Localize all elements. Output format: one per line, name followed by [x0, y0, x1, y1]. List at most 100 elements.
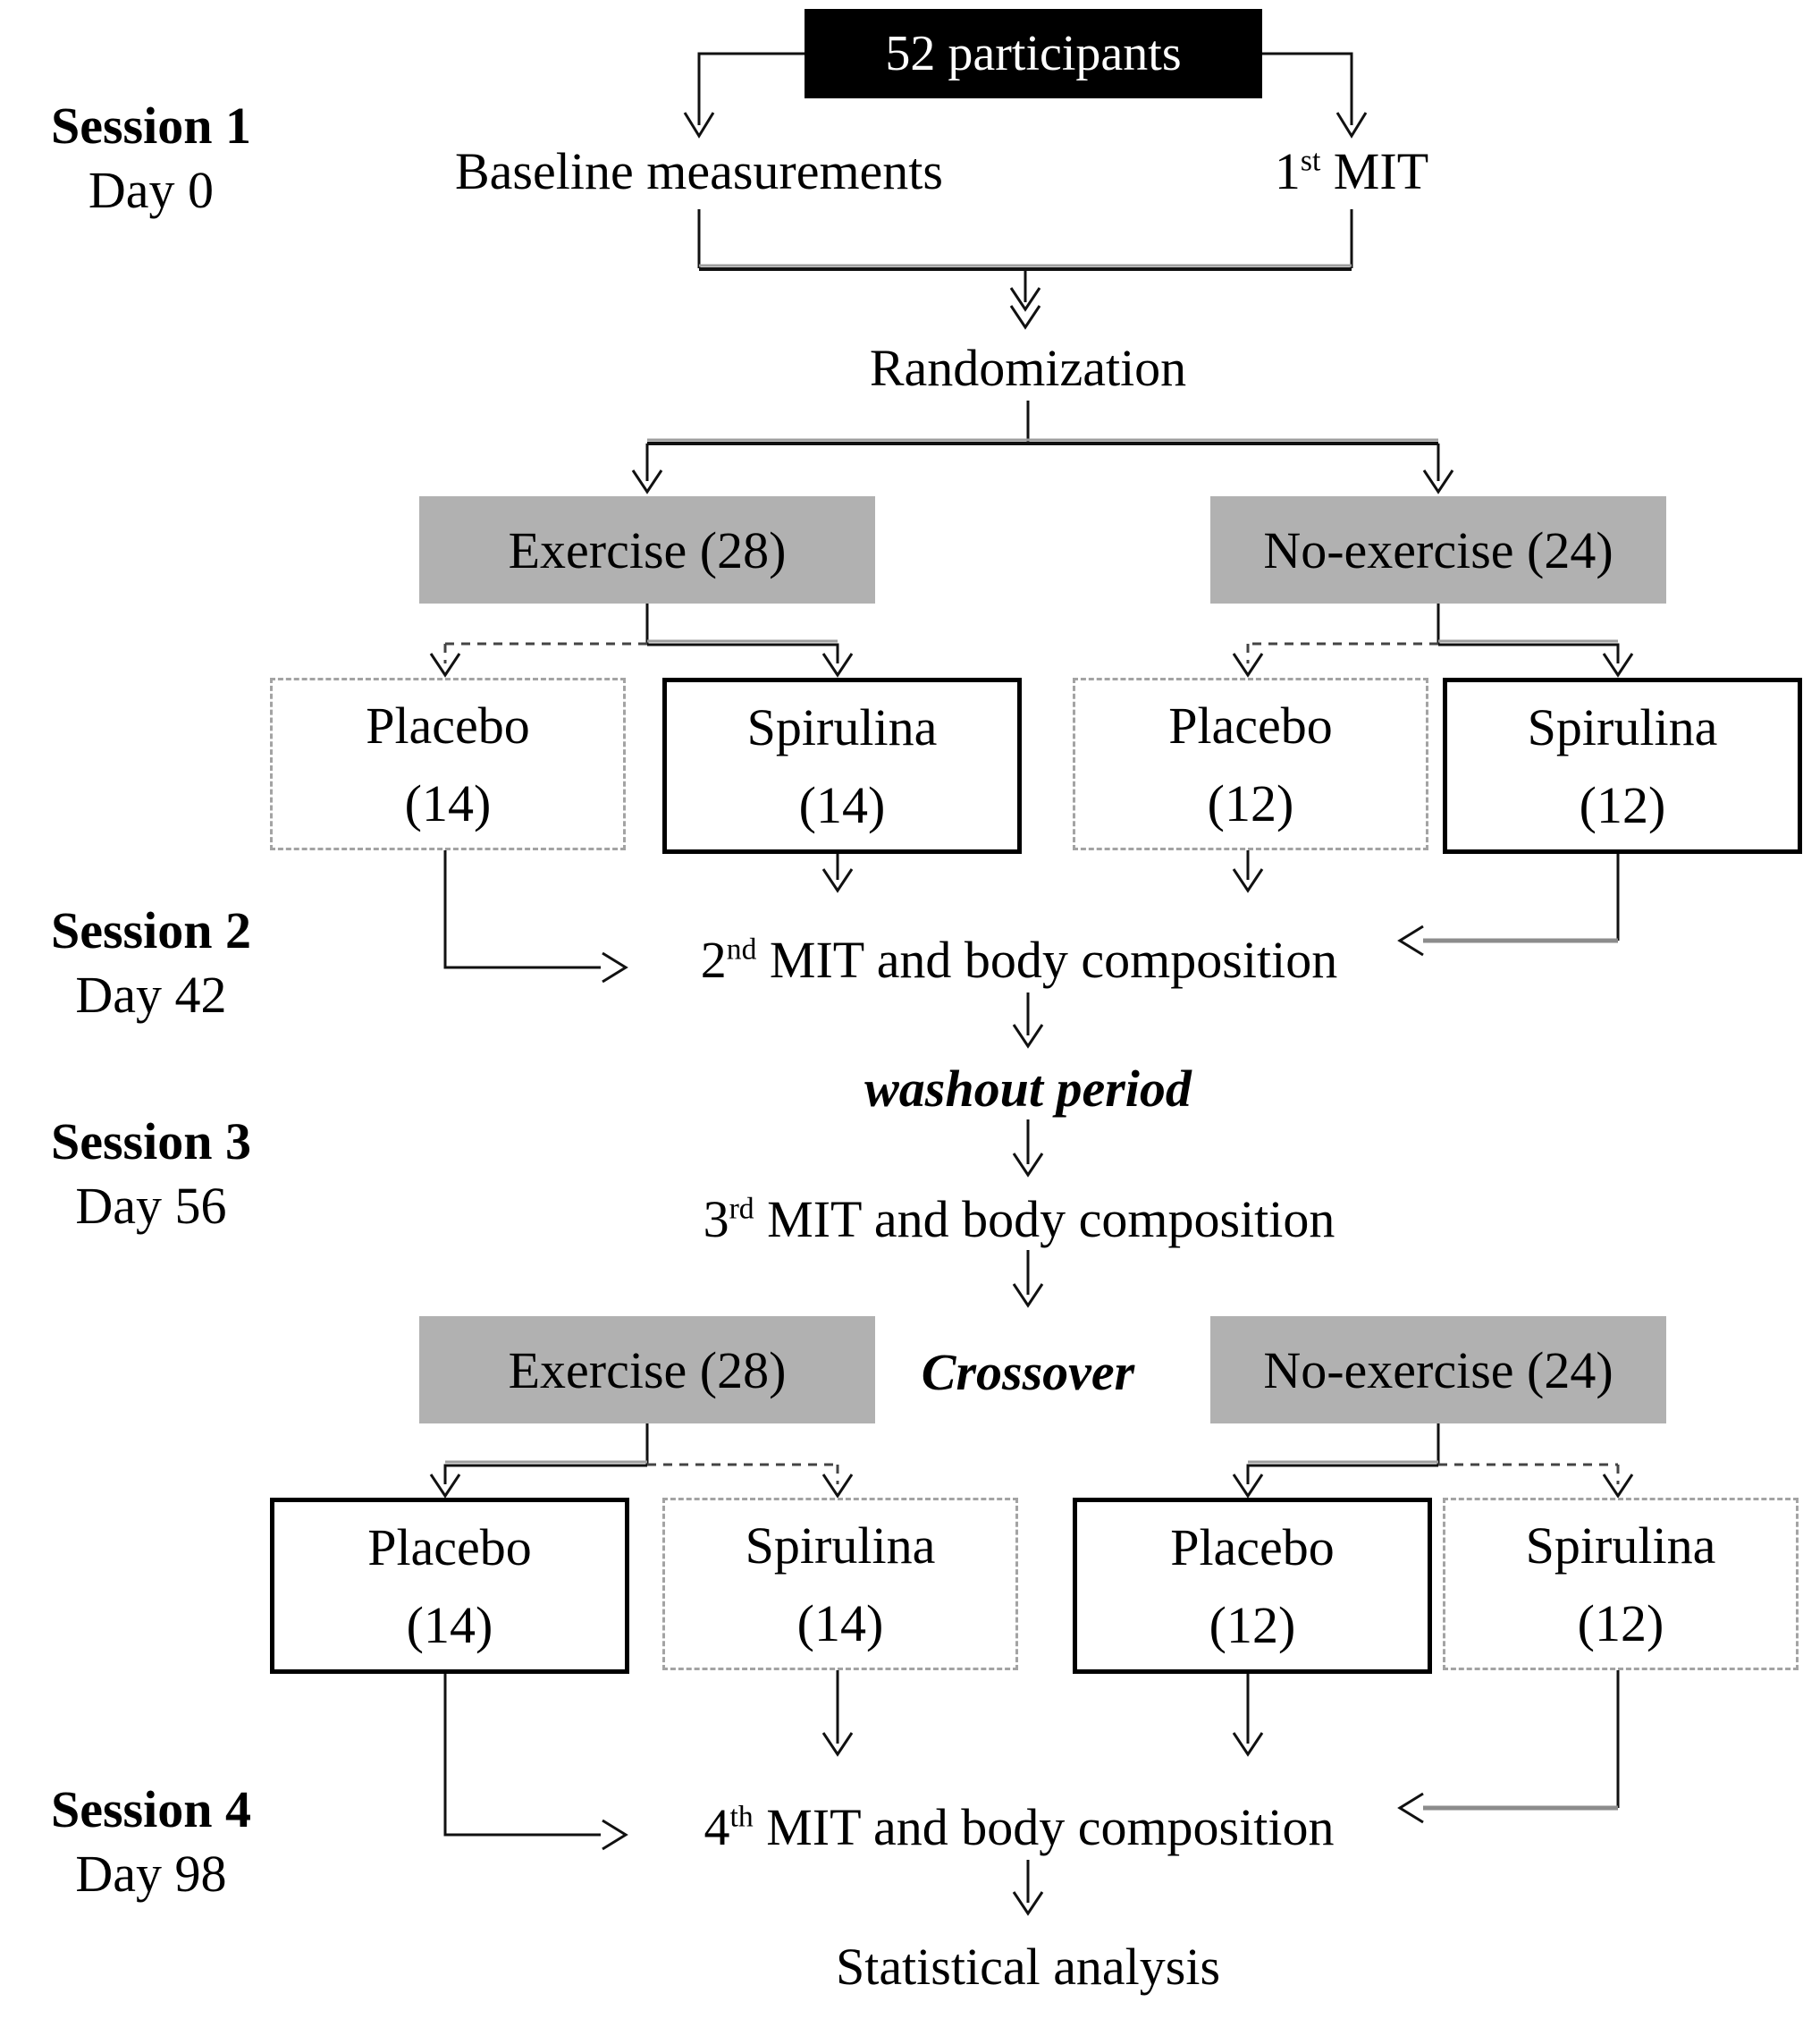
washout-period-label: washout period — [864, 1060, 1192, 1118]
supplement-name: Spirulina — [746, 697, 938, 756]
washout-text: washout period — [864, 1060, 1192, 1118]
row2-to-session4 — [443, 1665, 1620, 1916]
arrow-right-icon — [602, 1819, 628, 1851]
first-mit-rest: MIT — [1320, 142, 1429, 200]
arm-label: Exercise (28) — [508, 1340, 787, 1399]
session-day: Day 56 — [75, 1177, 227, 1235]
arm2-to-supplements — [429, 1423, 1634, 1499]
second-mit-num: 2 — [700, 931, 727, 989]
double-arrow-down-icon — [1009, 287, 1041, 330]
session-day: Day 42 — [75, 966, 227, 1024]
first-mit-num: 1 — [1274, 142, 1301, 200]
arrow-down-icon — [1012, 1153, 1044, 1178]
supplement-name: Placebo — [366, 696, 530, 755]
arrow-down-icon — [1602, 653, 1634, 678]
arrow-down-icon — [1012, 1283, 1044, 1308]
supplement-count: (12) — [1579, 775, 1666, 834]
arm-box-exercise-2: Exercise (28) — [419, 1316, 875, 1423]
arrow-left-icon — [1397, 1792, 1424, 1824]
line-to-baseline — [697, 52, 805, 125]
arrow-down-icon — [631, 469, 663, 494]
arrow-down-icon — [683, 112, 715, 139]
crossover-text: Crossover — [921, 1343, 1135, 1401]
fourth-mit-num: 4 — [704, 1798, 730, 1856]
supplement-name: Placebo — [367, 1517, 532, 1576]
session-name: Session 4 — [50, 1780, 251, 1838]
session-2-label: Session 2 Day 42 — [21, 905, 281, 1021]
session-4-label: Session 4 Day 98 — [21, 1784, 281, 1900]
second-mit-label: 2nd MIT and body composition — [701, 932, 1337, 989]
arrow-left-icon — [1397, 925, 1424, 957]
solid-elbow-left — [443, 1464, 647, 1484]
arm-box-noexercise-1: No-exercise (24) — [1210, 496, 1666, 604]
arrow-down-icon — [1012, 1891, 1044, 1916]
supplement-box-spirulina14-1: Spirulina (14) — [662, 678, 1022, 854]
second-mit-sup: nd — [726, 933, 757, 967]
supplement-box-spirulina12-2: Spirulina (12) — [1443, 1498, 1799, 1670]
arm-box-exercise-1: Exercise (28) — [419, 496, 875, 604]
dashed-elbow-right — [1438, 1463, 1620, 1484]
supplement-count: (14) — [798, 775, 886, 834]
line-to-first-mit — [1262, 52, 1353, 125]
session-name: Session 3 — [50, 1112, 251, 1170]
arrow-down-icon — [1232, 653, 1264, 678]
placebo14-elbow — [443, 845, 601, 969]
supplement-box-placebo12-1: Placebo (12) — [1073, 678, 1428, 850]
split-drops — [645, 443, 1440, 481]
randomization-label: Randomization — [870, 340, 1186, 397]
participants-label: 52 participants — [885, 26, 1182, 81]
supplement-name: Placebo — [1170, 1517, 1335, 1576]
supplement-name: Spirulina — [1527, 697, 1718, 756]
arm-box-noexercise-2: No-exercise (24) — [1210, 1316, 1666, 1423]
arrow-down-icon — [1232, 1732, 1264, 1757]
supplement-box-spirulina12-1: Spirulina (12) — [1443, 678, 1802, 854]
arrow-down-icon — [1232, 868, 1264, 893]
supplement-count: (14) — [796, 1593, 884, 1652]
baseline-measurements-label: Baseline measurements — [455, 143, 943, 200]
second-mit-rest: MIT and body composition — [756, 931, 1338, 989]
third-mit-sup: rd — [729, 1192, 754, 1226]
fourth-mit-sup: th — [729, 1800, 754, 1834]
fourth-mit-rest: MIT and body composition — [753, 1798, 1335, 1856]
arrow-down-icon — [429, 1474, 461, 1499]
solid-elbow-left — [1246, 1464, 1438, 1484]
dashed-elbow-left — [443, 642, 647, 663]
session-3-label: Session 3 Day 56 — [21, 1116, 281, 1232]
supplement-count: (12) — [1209, 1595, 1296, 1654]
bracket-verticals — [697, 209, 1353, 268]
arrow-down-icon — [429, 653, 461, 678]
supplement-box-placebo12-2: Placebo (12) — [1073, 1498, 1432, 1674]
arrow-down-icon — [821, 868, 854, 893]
third-mit-num: 3 — [703, 1190, 729, 1248]
first-mit-sup: st — [1300, 144, 1321, 178]
dashed-elbow-right — [647, 1463, 839, 1484]
supplement-count: (14) — [406, 1595, 493, 1654]
supplement-name: Spirulina — [745, 1516, 936, 1575]
third-mit-rest: MIT and body composition — [754, 1190, 1335, 1248]
randomization-text: Randomization — [869, 339, 1187, 397]
baseline-text: Baseline measurements — [455, 142, 943, 200]
solid-elbow-right — [1438, 643, 1620, 663]
session-1-label: Session 1 Day 0 — [21, 100, 281, 216]
arrow-down-icon — [1422, 469, 1454, 494]
arm-label: No-exercise (24) — [1263, 1340, 1613, 1399]
third-mit-label: 3rd MIT and body composition — [704, 1191, 1335, 1248]
supplement-name: Placebo — [1168, 696, 1333, 755]
arrow-down-icon — [821, 1474, 854, 1499]
first-mit-label: 1st MIT — [1275, 143, 1428, 200]
arrow-down-icon — [821, 653, 854, 678]
supplement-count: (12) — [1577, 1593, 1664, 1652]
participants-box: 52 participants — [805, 9, 1262, 98]
placebo14b-elbow — [443, 1665, 601, 1837]
session-name: Session 2 — [50, 901, 251, 959]
arm-label: No-exercise (24) — [1263, 520, 1613, 579]
arrow-down-icon — [1602, 1474, 1634, 1499]
session-name: Session 1 — [50, 97, 251, 155]
solid-elbow-right — [647, 643, 839, 663]
supplement-box-spirulina14-2: Spirulina (14) — [662, 1498, 1018, 1670]
supplement-box-placebo14-1: Placebo (14) — [270, 678, 626, 850]
supplement-count: (14) — [404, 773, 492, 832]
session1-connectors — [683, 52, 1368, 330]
